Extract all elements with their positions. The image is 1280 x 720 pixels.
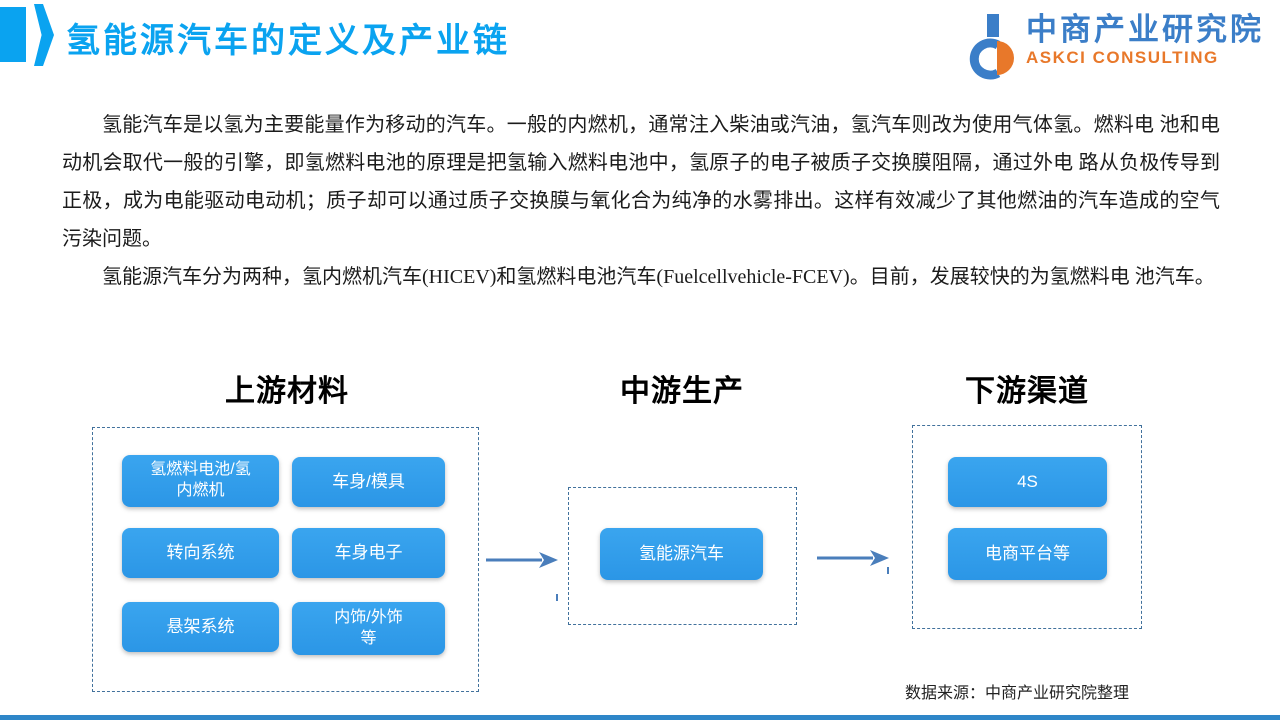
stray-tick-mark	[887, 567, 889, 574]
upstream-node-suspension: 悬架系统	[122, 602, 279, 652]
upstream-group-box	[92, 427, 479, 692]
askci-logo-icon	[962, 14, 1016, 85]
upstream-node-fuel-cell: 氢燃料电池/氢 内燃机	[122, 455, 279, 507]
downstream-node-4s: 4S	[948, 457, 1107, 507]
arrow-upstream-to-midstream-icon	[486, 552, 558, 568]
downstream-node-ecommerce: 电商平台等	[948, 528, 1107, 580]
column-title-midstream: 中游生产	[620, 375, 744, 408]
upstream-node-body-mold: 车身/模具	[292, 457, 445, 507]
footer-bar	[0, 715, 1280, 720]
column-title-downstream: 下游渠道	[965, 375, 1089, 408]
data-source-note: 数据来源：中商产业研究院整理	[905, 685, 1130, 702]
upstream-node-body-electronics: 车身电子	[292, 528, 445, 578]
arrow-midstream-to-downstream-icon	[817, 550, 889, 566]
header-accent-square	[0, 7, 26, 62]
company-logo: 中商产业研究院 ASKCI CONSULTING	[962, 12, 1264, 85]
midstream-group-box	[568, 487, 797, 625]
stray-tick-mark	[556, 594, 558, 601]
column-title-upstream: 上游材料	[225, 375, 349, 408]
intro-paragraph-1: 氢能汽车是以氢为主要能量作为移动的汽车。一般的内燃机，通常注入柴油或汽油，氢汽车…	[62, 114, 1220, 250]
page-title: 氢能源汽车的定义及产业链	[66, 22, 510, 60]
upstream-node-interior-exterior: 内饰/外饰 等	[292, 602, 445, 655]
logo-name-cn: 中商产业研究院	[1026, 12, 1264, 47]
midstream-node-hydrogen-vehicle: 氢能源汽车	[600, 528, 763, 580]
intro-text-block: 氢能汽车是以氢为主要能量作为移动的汽车。一般的内燃机，通常注入柴油或汽油，氢汽车…	[62, 106, 1220, 296]
intro-paragraph-2: 氢能源汽车分为两种，氢内燃机汽车(HICEV)和氢燃料电池汽车(Fuelcell…	[102, 266, 1215, 288]
header-chevron-icon	[34, 4, 54, 66]
downstream-group-box	[912, 425, 1142, 629]
logo-name-en: ASKCI CONSULTING	[1026, 48, 1219, 67]
upstream-node-steering: 转向系统	[122, 528, 279, 578]
